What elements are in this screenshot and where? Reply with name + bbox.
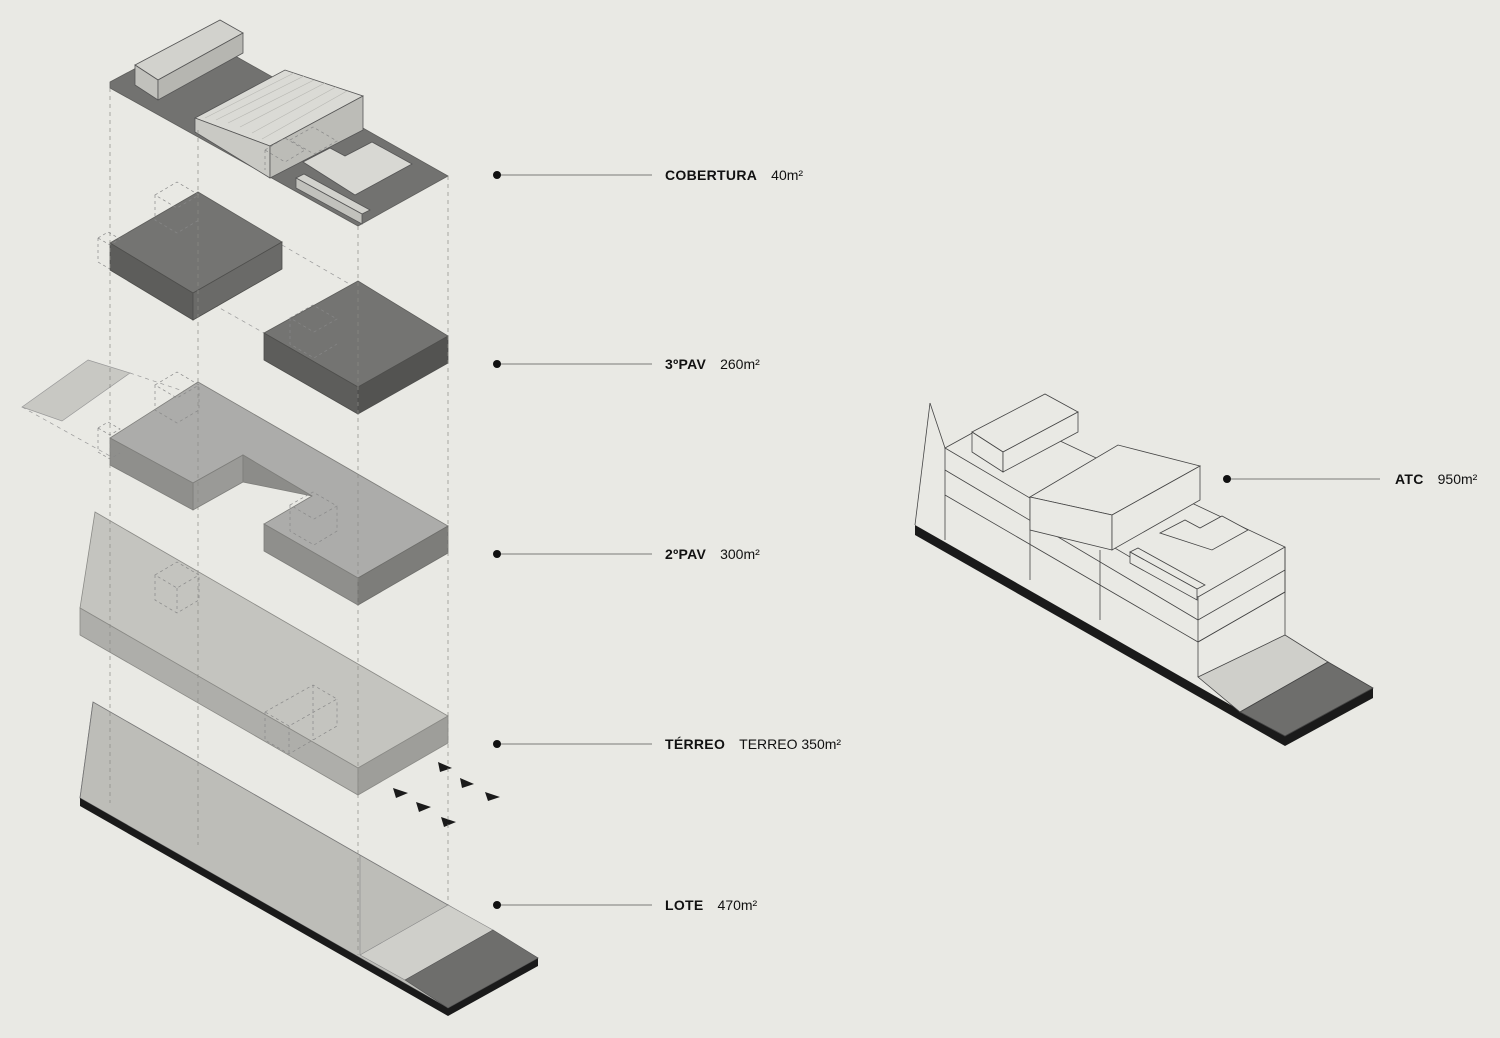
level-name: TÉRREO [665, 736, 726, 752]
assembled-building [914, 393, 1374, 746]
roof-slope-side [269, 95, 364, 179]
entry-arrows [393, 762, 500, 827]
total-name: ATC [1395, 471, 1424, 487]
building-l-top [1158, 515, 1249, 551]
pav3-layer [97, 181, 449, 415]
terreo-layer [79, 511, 449, 796]
level-label-3pav: 3ºPAV 260m² [665, 356, 760, 372]
level-name: LOTE [665, 897, 704, 913]
pav3-block1-side [192, 241, 283, 321]
pav2-layer [21, 359, 449, 606]
lote-street [404, 929, 539, 1009]
leader-lines [493, 171, 1380, 909]
roof-box-side [157, 32, 244, 101]
level-area: 40m² [771, 167, 804, 183]
level-name: 2ºPAV [665, 546, 707, 562]
level-label-lote: LOTE 470m² [665, 897, 757, 913]
total-label-atc: ATC 950m² [1395, 471, 1477, 487]
site-front-edge [915, 525, 1285, 746]
level-area: 300m² [720, 546, 760, 562]
roof-bar-front [295, 177, 363, 225]
site-side-edge [1285, 688, 1373, 746]
pav2-courtyard-wall-2 [242, 454, 313, 497]
lote-side-edge [448, 958, 538, 1016]
level-name: COBERTURA [665, 167, 758, 183]
level-name: 3ºPAV [665, 356, 707, 372]
level-area: 260m² [720, 356, 760, 372]
cobertura-layer [109, 19, 449, 227]
level-area: TERREO 350m² [739, 736, 842, 752]
pav2-canopy [21, 359, 131, 422]
level-label-cobertura: COBERTURA 40m² [665, 167, 803, 183]
lote-layer [79, 701, 539, 1016]
lote-front-edge [80, 798, 448, 1016]
alignment-guides [109, 88, 449, 955]
roof-l-top [302, 141, 413, 196]
total-area: 950m² [1437, 471, 1478, 487]
level-label-terreo: TÉRREO TERREO 350m² [665, 736, 841, 752]
level-area: 470m² [717, 897, 758, 913]
site-street [1239, 661, 1374, 737]
level-label-2pav: 2ºPAV 300m² [665, 546, 760, 562]
